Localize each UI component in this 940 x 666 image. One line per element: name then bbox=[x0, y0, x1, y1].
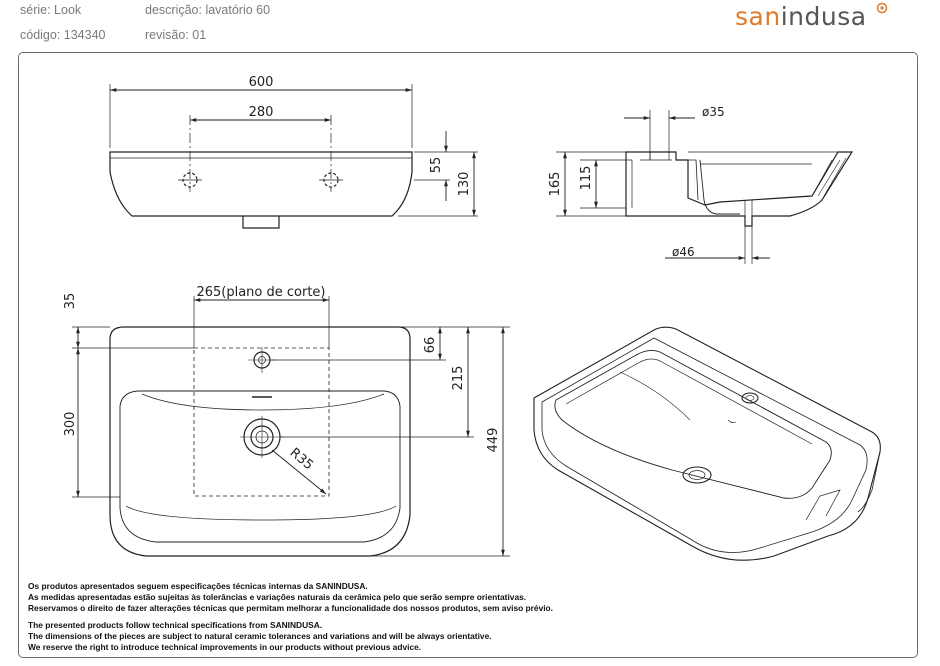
dim-top-offset: 35 bbox=[63, 293, 78, 310]
ring-dot-icon bbox=[876, 2, 888, 14]
dim-width-total: 600 bbox=[249, 75, 274, 90]
note-en-1: The presented products follow technical … bbox=[28, 620, 323, 630]
front-view bbox=[109, 84, 478, 229]
logo-part-san: san bbox=[735, 2, 781, 31]
dim-tap-offset: 66 bbox=[423, 337, 438, 354]
dim-depth-total: 449 bbox=[486, 428, 501, 453]
codigo-label: código: 134340 bbox=[20, 28, 106, 42]
dim-cut-plane: 265(plano de corte) bbox=[196, 285, 325, 300]
side-section bbox=[556, 110, 854, 264]
note-en-2: The dimensions of the pieces are subject… bbox=[28, 631, 492, 641]
isometric-view bbox=[533, 326, 881, 561]
drawing-frame bbox=[18, 52, 918, 658]
dim-side-total-height: 165 bbox=[548, 172, 563, 197]
sanindusa-logo: sanindusa bbox=[735, 2, 888, 31]
dim-drain-diameter: ø46 bbox=[672, 245, 695, 259]
note-en-3: We reserve the right to introduce techni… bbox=[28, 642, 422, 652]
dim-radius: R35 bbox=[287, 445, 316, 473]
top-dimensions bbox=[76, 298, 505, 556]
descricao-label: descrição: lavatório 60 bbox=[145, 3, 271, 17]
notes-portuguese: Os produtos apresentados seguem especifi… bbox=[28, 581, 553, 614]
dim-hole-height: 55 bbox=[429, 157, 444, 174]
side-dimensions bbox=[563, 116, 770, 260]
dim-side-inner-height: 115 bbox=[579, 166, 594, 191]
dim-tap-hole-diameter: ø35 bbox=[702, 105, 725, 119]
dim-bowl-depth: 300 bbox=[63, 412, 78, 437]
dim-front-height: 130 bbox=[457, 172, 472, 197]
top-view bbox=[72, 296, 510, 557]
logo-part-indusa: indusa bbox=[780, 2, 867, 31]
front-dimensions bbox=[110, 88, 476, 216]
notes-english: The presented products follow technical … bbox=[28, 620, 492, 653]
revisao-label: revisão: 01 bbox=[145, 28, 207, 42]
note-pt-2: As medidas apresentadas estão sujeitas à… bbox=[28, 592, 527, 602]
serie-label: série: Look bbox=[20, 3, 82, 17]
note-pt-1: Os produtos apresentados seguem especifi… bbox=[28, 581, 368, 591]
note-pt-3: Reservamos o direito de fazer alterações… bbox=[28, 603, 554, 613]
dim-drain-offset: 215 bbox=[451, 366, 466, 391]
dim-hole-spacing: 280 bbox=[249, 105, 274, 120]
